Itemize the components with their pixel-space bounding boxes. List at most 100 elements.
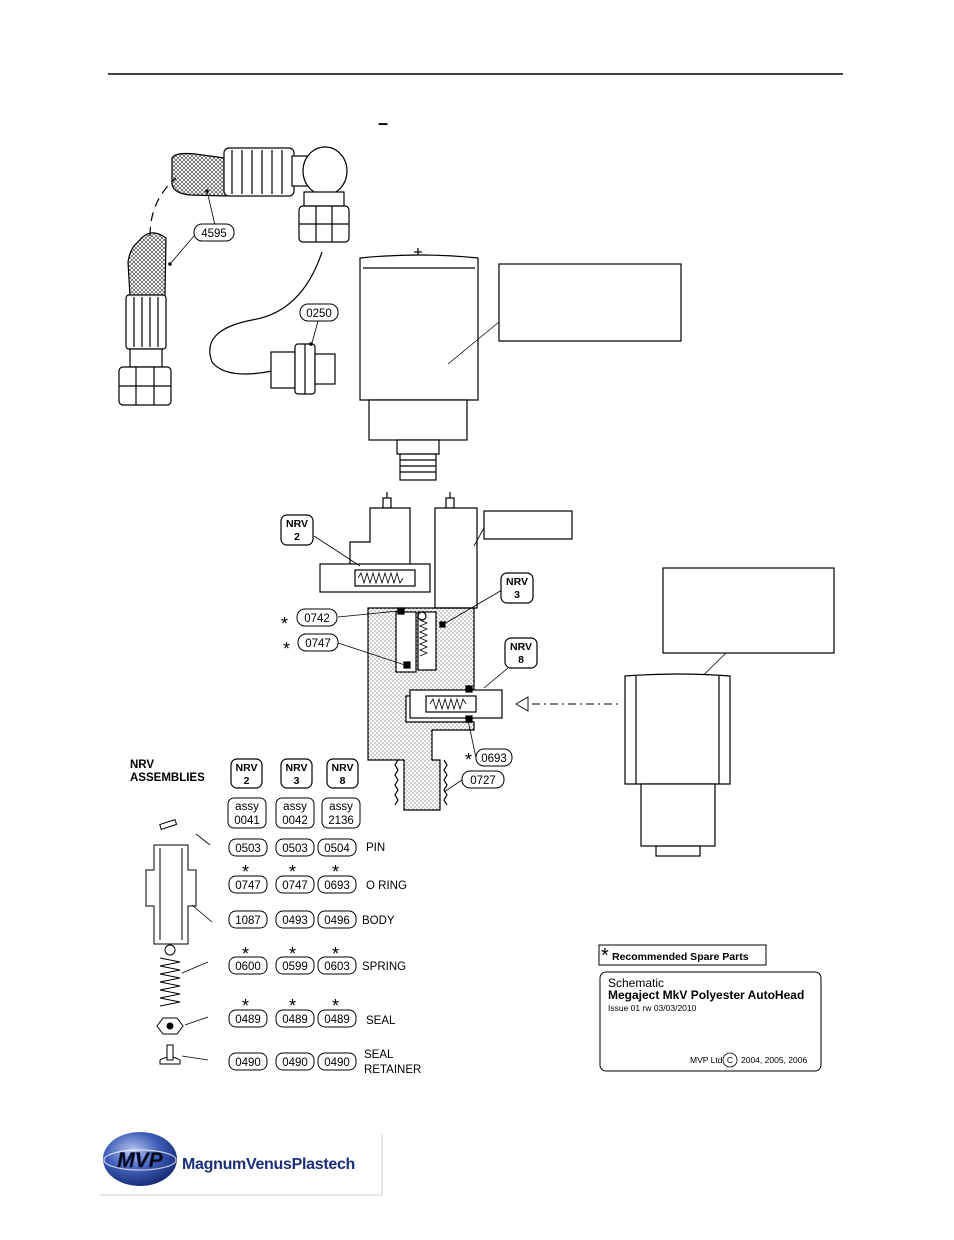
svg-text:assy: assy <box>329 801 353 813</box>
column-header-nrv2: NRV 2 <box>230 758 263 789</box>
logo-badge: MVP <box>117 1149 164 1172</box>
title-line-3: Issue 01 rw 03/03/2010 <box>608 1003 697 1013</box>
part-cell: 0747 <box>275 875 315 894</box>
tag-nrv8: NRV 8 <box>504 637 538 669</box>
assy-nrv3: assy 0042 <box>275 797 315 829</box>
svg-text:2: 2 <box>294 531 300 543</box>
title-block: Schematic Megaject MkV Polyester AutoHea… <box>599 971 822 1072</box>
svg-text:0489: 0489 <box>282 1014 308 1026</box>
svg-text:NRV: NRV <box>506 576 528 588</box>
svg-text:2136: 2136 <box>328 815 354 827</box>
svg-text:*: * <box>283 639 290 659</box>
note-box-side <box>662 567 835 654</box>
svg-text:*: * <box>332 862 339 882</box>
svg-text:8: 8 <box>518 654 524 666</box>
svg-text:0599: 0599 <box>282 961 308 973</box>
svg-text:NRV: NRV <box>130 759 154 771</box>
svg-text:0747: 0747 <box>282 880 308 892</box>
part-cell: 0489 <box>228 1009 268 1028</box>
assembly-numbers: assy 0041 assy 0042 assy 2136 <box>227 797 361 829</box>
svg-text:0747: 0747 <box>235 880 261 892</box>
svg-text:BODY: BODY <box>362 915 395 927</box>
part-cell: 0490 <box>317 1052 357 1071</box>
svg-text:0504: 0504 <box>324 843 350 855</box>
tag-nrv3: NRV 3 <box>500 572 534 604</box>
assemblies-title: NRV ASSEMBLIES <box>130 759 205 784</box>
callout-nozzle: 0727 <box>461 770 505 789</box>
parts-row-pin: 0503 0503 0504 PIN <box>228 838 385 857</box>
component-icons <box>145 818 197 1065</box>
note-box-body <box>483 510 573 540</box>
actuator-cylinder <box>359 248 479 481</box>
pin-icon <box>159 818 178 830</box>
part-cell: 0490 <box>275 1052 315 1071</box>
svg-text:ASSEMBLIES: ASSEMBLIES <box>130 772 205 784</box>
tag-nrv2: NRV 2 <box>280 514 314 546</box>
svg-text:NRV: NRV <box>510 641 532 653</box>
title-company: MVP Ltd <box>690 1055 723 1065</box>
part-cell: 0493 <box>275 910 315 929</box>
svg-text:*: * <box>242 996 249 1016</box>
part-cell: 0603 <box>317 956 357 975</box>
callout-oring-upper: * 0742 <box>281 608 338 634</box>
assembly-column-headers: NRV 2 NRV 3 NRV 8 <box>230 758 359 789</box>
svg-text:*: * <box>289 996 296 1016</box>
assy-nrv8: assy 2136 <box>321 797 361 829</box>
svg-text:*: * <box>242 944 249 964</box>
svg-text:*: * <box>289 862 296 882</box>
svg-text:RETAINER: RETAINER <box>364 1064 421 1076</box>
part-cell: 0503 <box>228 838 268 857</box>
svg-text:0727: 0727 <box>470 775 496 787</box>
svg-text:*: * <box>289 944 296 964</box>
svg-text:0742: 0742 <box>304 613 330 625</box>
svg-text:0693: 0693 <box>324 880 350 892</box>
parts-row-spring: * * * 0600 0599 0603 SPRING <box>228 944 406 975</box>
svg-text:*: * <box>332 944 339 964</box>
part-cell: 0599 <box>275 956 315 975</box>
legend-recommended-spares: * Recommended Spare Parts <box>598 944 767 967</box>
svg-text:O RING: O RING <box>366 880 407 892</box>
assy-nrv2: assy 0041 <box>227 797 267 829</box>
svg-text:0489: 0489 <box>235 1014 261 1026</box>
hose-assembly <box>118 146 350 406</box>
svg-text:*: * <box>332 996 339 1016</box>
part-cell: 0489 <box>275 1009 315 1028</box>
svg-text:NRV: NRV <box>286 762 308 774</box>
svg-text:4595: 4595 <box>201 228 227 240</box>
part-cell: 0747 <box>228 875 268 894</box>
body-icon <box>145 844 197 945</box>
svg-text:*: * <box>281 614 288 634</box>
mvp-logo: MVP <box>100 1132 383 1196</box>
svg-text:0042: 0042 <box>282 815 308 827</box>
callout-oring-nrv8: * 0693 <box>465 748 513 770</box>
svg-text:0496: 0496 <box>324 915 350 927</box>
callout-fitting: 0250 <box>299 303 339 322</box>
svg-text:0693: 0693 <box>481 753 507 765</box>
svg-text:0489: 0489 <box>324 1014 350 1026</box>
part-cell: 0489 <box>317 1009 357 1028</box>
title-line-1: Schematic <box>608 976 664 990</box>
part-cell: 0496 <box>317 910 357 929</box>
logo-wordmark: MagnumVenusPlastech <box>182 1156 356 1173</box>
part-cell: 0693 <box>317 875 357 894</box>
part-cell: 0600 <box>228 956 268 975</box>
svg-text:2: 2 <box>244 775 250 787</box>
part-cell: 1087 <box>228 910 268 929</box>
svg-text:C: C <box>727 1055 733 1065</box>
svg-text:1087: 1087 <box>235 915 261 927</box>
title-line-2: Megaject MkV Polyester AutoHead <box>608 988 804 1002</box>
svg-text:*: * <box>465 750 472 770</box>
svg-text:0493: 0493 <box>282 915 308 927</box>
column-header-nrv3: NRV 3 <box>280 758 313 789</box>
valve-body <box>319 492 503 811</box>
svg-text:PIN: PIN <box>366 842 385 854</box>
part-cell: 0504 <box>317 838 357 857</box>
callout-hose: 4595 <box>193 223 235 242</box>
parts-row-o-ring: * * * 0747 0747 0693 O RING <box>228 862 407 894</box>
svg-text:0250: 0250 <box>306 308 332 320</box>
svg-text:0041: 0041 <box>234 815 260 827</box>
side-actuator <box>624 673 731 857</box>
svg-text:SEAL: SEAL <box>364 1049 394 1061</box>
svg-text:Recommended Spare Parts: Recommended Spare Parts <box>612 951 749 963</box>
